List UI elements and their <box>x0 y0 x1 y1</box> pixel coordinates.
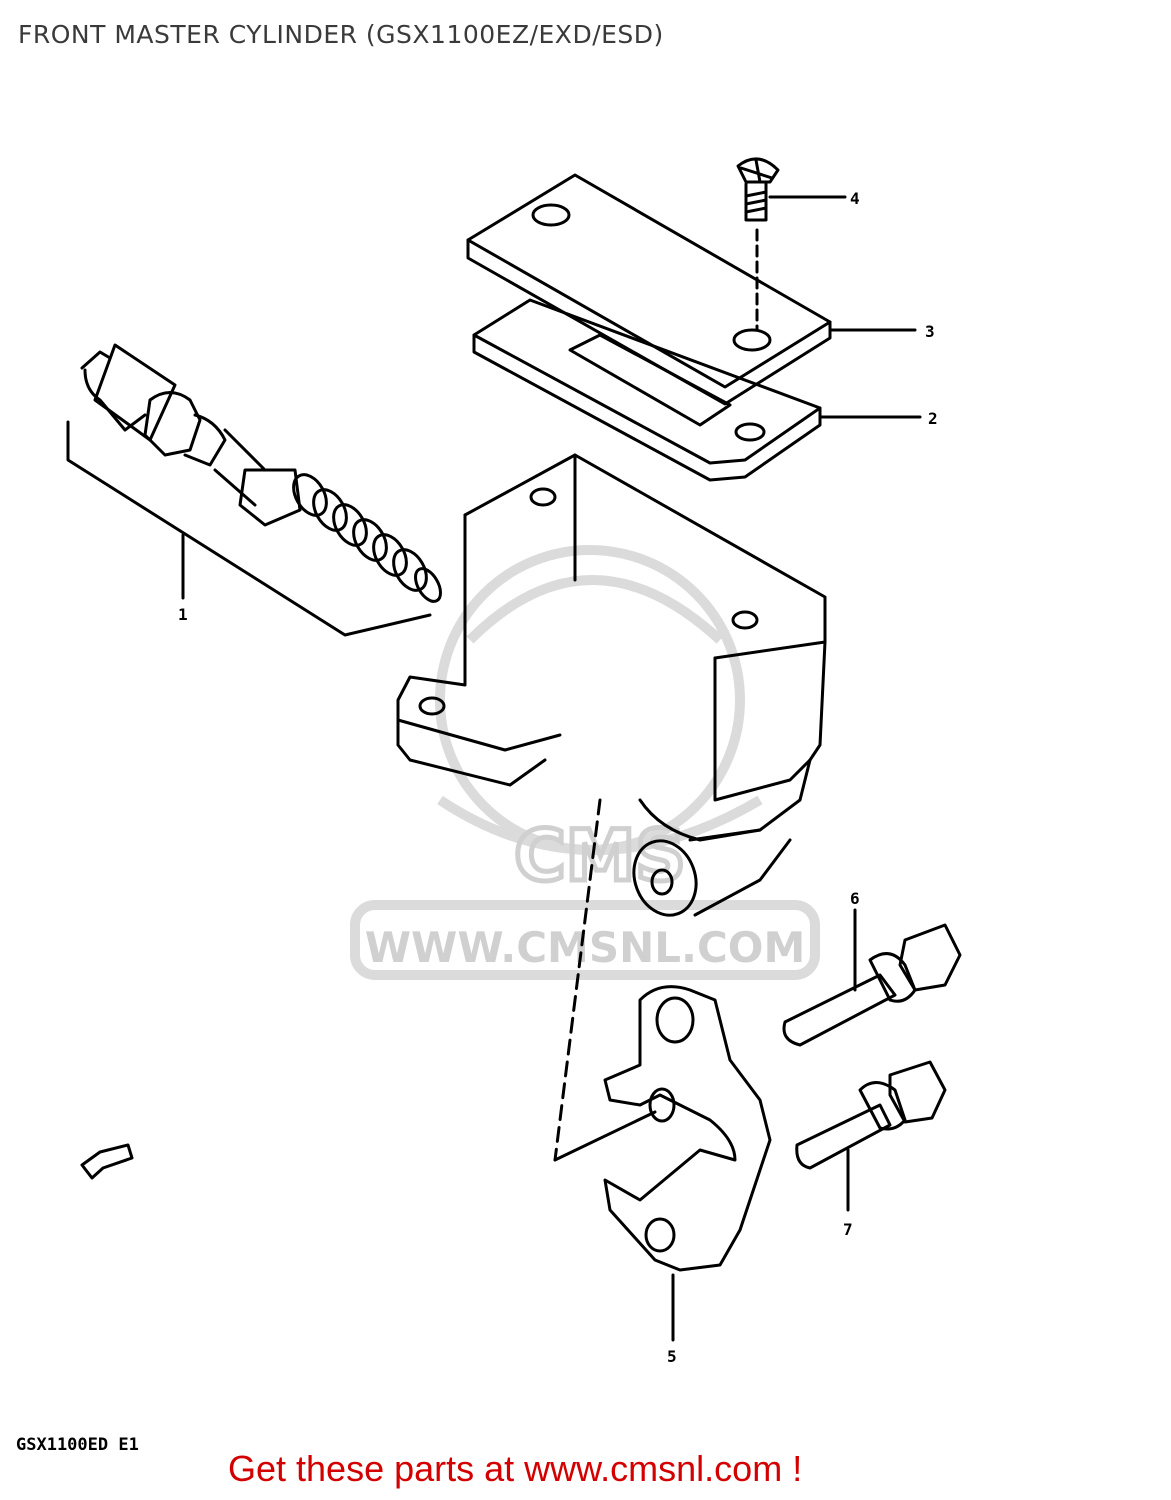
callout-6: 6 <box>850 889 860 908</box>
model-code: GSX1100ED E1 <box>16 1435 139 1455</box>
watermark-banner <box>350 900 820 980</box>
handlebar-clamp <box>603 985 772 1272</box>
watermark-head-icon <box>435 545 745 855</box>
clamp-bolt-lower <box>795 1060 947 1170</box>
clamp-guideline <box>553 798 602 1162</box>
clamp-guideline-2 <box>553 1110 657 1162</box>
page-title: FRONT MASTER CYLINDER (GSX1100EZ/EXD/ESD… <box>18 20 664 49</box>
diaphragm <box>472 298 822 482</box>
callout-4: 4 <box>850 189 860 208</box>
part1-bracket <box>66 420 432 637</box>
watermark-logo: CMS <box>514 815 685 897</box>
clamp-bolt-upper <box>782 923 962 1047</box>
front-direction-arrow-icon <box>80 1143 134 1180</box>
watermark-text: WWW.CMSNL.COM <box>365 923 806 972</box>
footer-link[interactable]: Get these parts at www.cmsnl.com ! <box>228 1448 803 1489</box>
piston-assembly <box>80 343 302 527</box>
callout-5: 5 <box>667 1347 677 1366</box>
callout-7: 7 <box>843 1220 853 1239</box>
callout-1: 1 <box>178 605 188 624</box>
reservoir-cap <box>466 173 832 406</box>
cap-screw <box>736 157 780 222</box>
master-cylinder-body <box>396 453 827 917</box>
callout-3: 3 <box>925 322 935 341</box>
callout-2: 2 <box>928 409 938 428</box>
piston-spring <box>292 473 442 603</box>
